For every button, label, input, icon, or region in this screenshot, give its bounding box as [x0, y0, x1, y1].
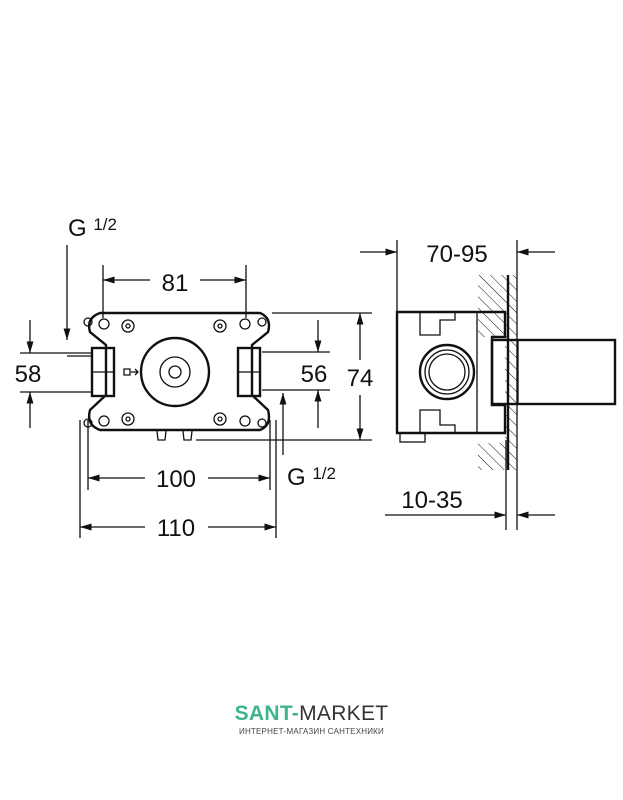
wall-hatching — [478, 275, 508, 470]
mounting-plate — [87, 311, 271, 432]
dim-10-35: 10-35 — [401, 487, 462, 514]
thread-label-top: G 1/2 — [68, 215, 117, 242]
logo-part1: SANT- — [234, 702, 300, 725]
dim-70-95: 70-95 — [426, 241, 487, 268]
dim-100: 100 — [156, 466, 196, 493]
logo-tagline: ИНТЕРНЕТ-МАГАЗИН САНТЕХНИКИ — [239, 727, 384, 736]
valve-body — [139, 336, 211, 408]
dim-58: 58 — [15, 361, 42, 388]
thread-label-bottom: G 1/2 — [287, 464, 336, 491]
dim-74: 74 — [347, 365, 374, 392]
dim-81: 81 — [162, 270, 189, 297]
side-view — [395, 240, 617, 530]
spindle-tube — [490, 338, 617, 406]
dim-110: 110 — [157, 515, 195, 542]
dim-56: 56 — [301, 361, 328, 388]
dimension-lines — [20, 245, 372, 538]
logo-part2: MARKET — [299, 702, 389, 725]
sant-market-logo: SANT-MARKET ИНТЕРНЕТ-МАГАЗИН САНТЕХНИКИ — [0, 702, 623, 736]
front-view — [83, 311, 271, 441]
flow-arrow-icon — [123, 368, 139, 376]
